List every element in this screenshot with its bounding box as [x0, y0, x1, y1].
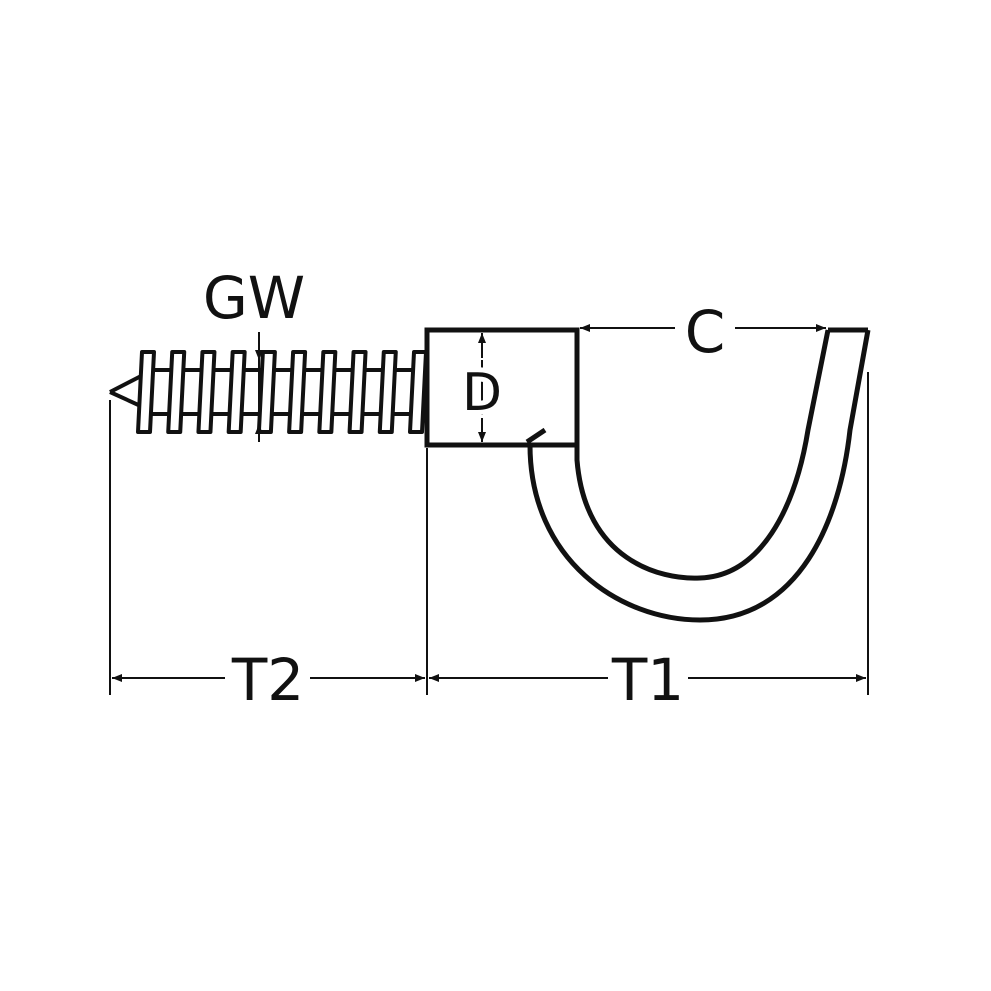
thread-turns	[136, 350, 428, 434]
thread-turn	[166, 350, 187, 434]
label-gw: GW	[203, 264, 305, 332]
label-d: D	[462, 363, 502, 423]
hook-outer-curve	[527, 329, 871, 623]
label-t2: T2	[231, 646, 304, 714]
thread-turn	[317, 350, 338, 434]
screw-thread	[109, 350, 428, 434]
thread-turn	[136, 350, 156, 434]
thread-turn	[408, 350, 428, 434]
j-hook	[525, 327, 871, 623]
hook-spur	[525, 427, 547, 445]
thread-turn	[226, 350, 247, 434]
thread-turn	[377, 350, 398, 434]
thread-turn	[196, 350, 217, 434]
thread-turn	[347, 350, 368, 434]
hook-inner-curve	[574, 329, 831, 581]
thread-turn	[256, 350, 277, 434]
thread-turn	[287, 350, 308, 434]
label-t1: T1	[611, 646, 684, 714]
label-c: C	[685, 298, 726, 366]
